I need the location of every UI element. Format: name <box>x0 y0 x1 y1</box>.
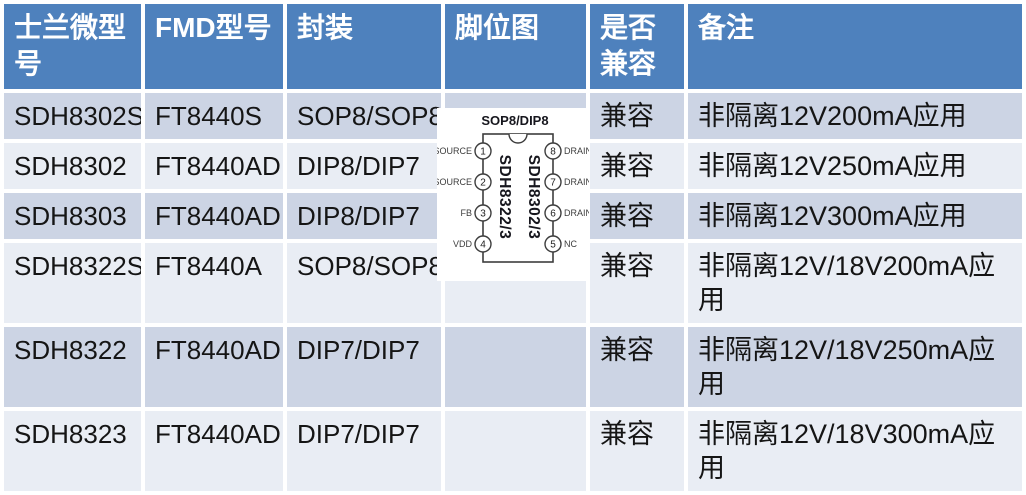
header-row: 士兰微型号 FMD型号 封装 脚位图 是否兼容 备注 <box>4 4 1022 89</box>
note-text: 非隔离12V300mA应用 <box>698 200 967 231</box>
pin-circle <box>474 235 492 253</box>
pin-circle <box>474 173 492 191</box>
table-row: SDH8303 FT8440AD DIP8/DIP7 兼容 非隔离12V300m… <box>4 192 1022 239</box>
compatible-cell: 兼容 <box>590 192 684 239</box>
package-cell: DIP7/DIP7 <box>287 410 441 491</box>
fmd-model-cell: FT8440AD <box>145 410 283 491</box>
ic-notch <box>508 133 528 144</box>
pin-diagram-title: SOP8/DIP8 <box>481 113 548 128</box>
package-cell: DIP8/DIP7 <box>287 142 441 189</box>
note-cell: 非隔离12V/18V200mA应用 <box>688 242 1022 323</box>
pin-label: VDD <box>453 239 473 249</box>
silan-model-cell: SDH8323 <box>4 410 141 491</box>
pinout-cell <box>445 410 586 491</box>
note-text: 非隔离12V250mA应用 <box>698 150 967 181</box>
pin-number: 8 <box>550 147 556 158</box>
pin-number: 4 <box>480 240 486 251</box>
package-cell: SOP8/SOP8 <box>287 92 441 139</box>
silan-model-cell: SDH8322S <box>4 242 141 323</box>
pinout-cell <box>445 326 586 407</box>
ic-center-label: SDH8322/3 <box>496 155 513 240</box>
pin-label: SOURCE <box>437 177 472 187</box>
pin-number: 6 <box>550 209 556 220</box>
pin-label: SOURCE <box>437 146 472 156</box>
note-cell: 非隔离12V300mA应用 <box>688 192 1022 239</box>
note-text: 非隔离12V/18V200mA应用 <box>698 250 996 315</box>
pin-number: 7 <box>550 178 556 189</box>
ic-center-label: SDH8302/3 <box>525 155 542 240</box>
note-text: 非隔离12V/18V300mA应用 <box>698 418 996 483</box>
compatible-cell: 兼容 <box>590 326 684 407</box>
compatibility-table-page: 士兰微型号 FMD型号 封装 脚位图 是否兼容 备注 SDH8302S FT84… <box>4 4 1022 491</box>
pin-circle <box>474 204 492 222</box>
fmd-model-cell: FT8440S <box>145 92 283 139</box>
fmd-model-cell: FT8440A <box>145 242 283 323</box>
silan-model-cell: SDH8303 <box>4 192 141 239</box>
compatible-cell: 兼容 <box>590 410 684 491</box>
col-header-notes: 备注 <box>688 4 1022 89</box>
pin-circle <box>544 173 562 191</box>
col-header-fmd-model: FMD型号 <box>145 4 283 89</box>
pin-number: 2 <box>480 178 486 189</box>
table-row: SDH8323 FT8440AD DIP7/DIP7 兼容 非隔离12V/18V… <box>4 410 1022 491</box>
package-cell: DIP7/DIP7 <box>287 326 441 407</box>
fmd-model-cell: FT8440AD <box>145 142 283 189</box>
pin-diagram: SOP8/DIP8 SDH8322/3 SDH8302/3 1 SOURCE 2… <box>437 108 589 281</box>
silan-model-cell: SDH8302 <box>4 142 141 189</box>
pin-number: 5 <box>550 240 556 251</box>
pin-label: FB <box>460 208 472 218</box>
ic-body <box>482 133 554 263</box>
pin-circle <box>544 204 562 222</box>
package-cell: SOP8/SOP8 <box>287 242 441 323</box>
pin-label: NC <box>564 239 577 249</box>
col-header-silan-model: 士兰微型号 <box>4 4 141 89</box>
fmd-model-cell: FT8440AD <box>145 326 283 407</box>
pin-number: 3 <box>480 209 486 220</box>
table-row: SDH8302S FT8440S SOP8/SOP8 兼容 非隔离12V200m… <box>4 92 1022 139</box>
pin-circle <box>544 235 562 253</box>
col-header-pinout: 脚位图 <box>445 4 586 89</box>
col-header-package: 封装 <box>287 4 441 89</box>
note-text: 非隔离12V200mA应用 <box>698 100 967 131</box>
compatible-cell: 兼容 <box>590 242 684 323</box>
pin-label: DRAIN <box>564 146 589 156</box>
silan-model-cell: SDH8302S <box>4 92 141 139</box>
col-header-compatible: 是否兼容 <box>590 4 684 89</box>
compatible-cell: 兼容 <box>590 142 684 189</box>
fmd-model-cell: FT8440AD <box>145 192 283 239</box>
silan-model-cell: SDH8322 <box>4 326 141 407</box>
note-text: 非隔离12V/18V250mA应用 <box>698 334 996 399</box>
package-cell: DIP8/DIP7 <box>287 192 441 239</box>
pin-label: DRAIN <box>564 208 589 218</box>
pin-circle <box>474 142 492 160</box>
table-row: SDH8322 FT8440AD DIP7/DIP7 兼容 非隔离12V/18V… <box>4 326 1022 407</box>
pin-label: DRAIN <box>564 177 589 187</box>
pin-circle <box>544 142 562 160</box>
note-cell: 非隔离12V200mA应用 <box>688 92 1022 139</box>
table-row: SDH8322S FT8440A SOP8/SOP8 兼容 非隔离12V/18V… <box>4 242 1022 323</box>
note-cell: 非隔离12V/18V300mA应用 <box>688 410 1022 491</box>
note-cell: 非隔离12V250mA应用 <box>688 142 1022 189</box>
compatible-cell: 兼容 <box>590 92 684 139</box>
pin-diagram-figure: SOP8/DIP8 SDH8322/3 SDH8302/3 1 SOURCE 2… <box>437 113 589 263</box>
pin-number: 1 <box>480 147 486 158</box>
note-cell: 非隔离12V/18V250mA应用 <box>688 326 1022 407</box>
